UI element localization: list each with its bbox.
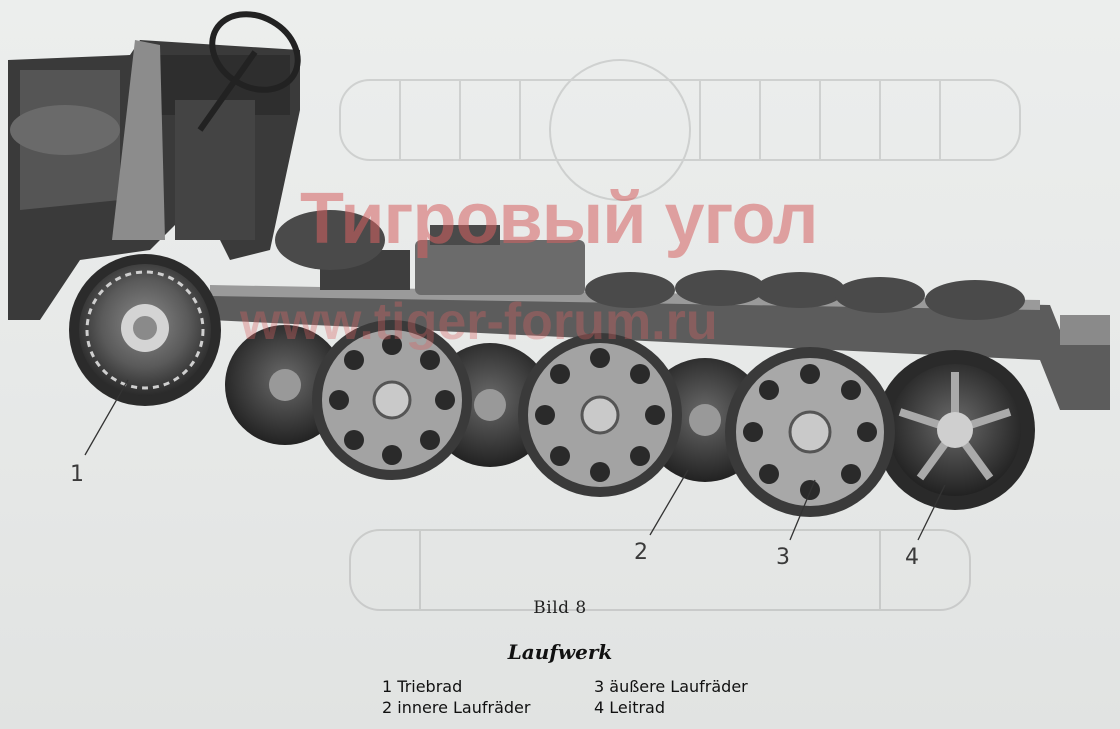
legend-item: 4 Leitrad [594, 698, 665, 717]
figure-title: Laufwerk [507, 640, 613, 664]
legend-item: 3 äußere Laufräder [594, 677, 748, 696]
callout-2: 2 [634, 540, 648, 565]
idler-wheel [875, 350, 1035, 510]
background-ghost-drawing [339, 59, 1021, 611]
drive-sprocket [69, 254, 221, 406]
steering-wheel [197, 11, 301, 132]
watermark-url: www.tiger-forum.ru [240, 293, 718, 351]
callout-3: 3 [776, 545, 790, 570]
legend-column-right: 3 äußere Laufräder 4 Leitrad [594, 676, 748, 718]
outer-road-wheels [312, 320, 895, 517]
engine-and-cab [8, 40, 300, 320]
rear-wheel-tops [275, 210, 1025, 320]
figure-number: Bild 8 [533, 598, 587, 618]
callout-4: 4 [905, 545, 919, 570]
legend-item: 2 innere Laufräder [382, 698, 531, 717]
watermark-title: Тигровый угол [300, 179, 818, 259]
callout-1: 1 [70, 462, 84, 487]
legend-column-left: 1 Triebrad 2 innere Laufräder [382, 676, 530, 718]
legend-item: 1 Triebrad [382, 677, 463, 696]
callout-leader-lines [84, 379, 946, 541]
